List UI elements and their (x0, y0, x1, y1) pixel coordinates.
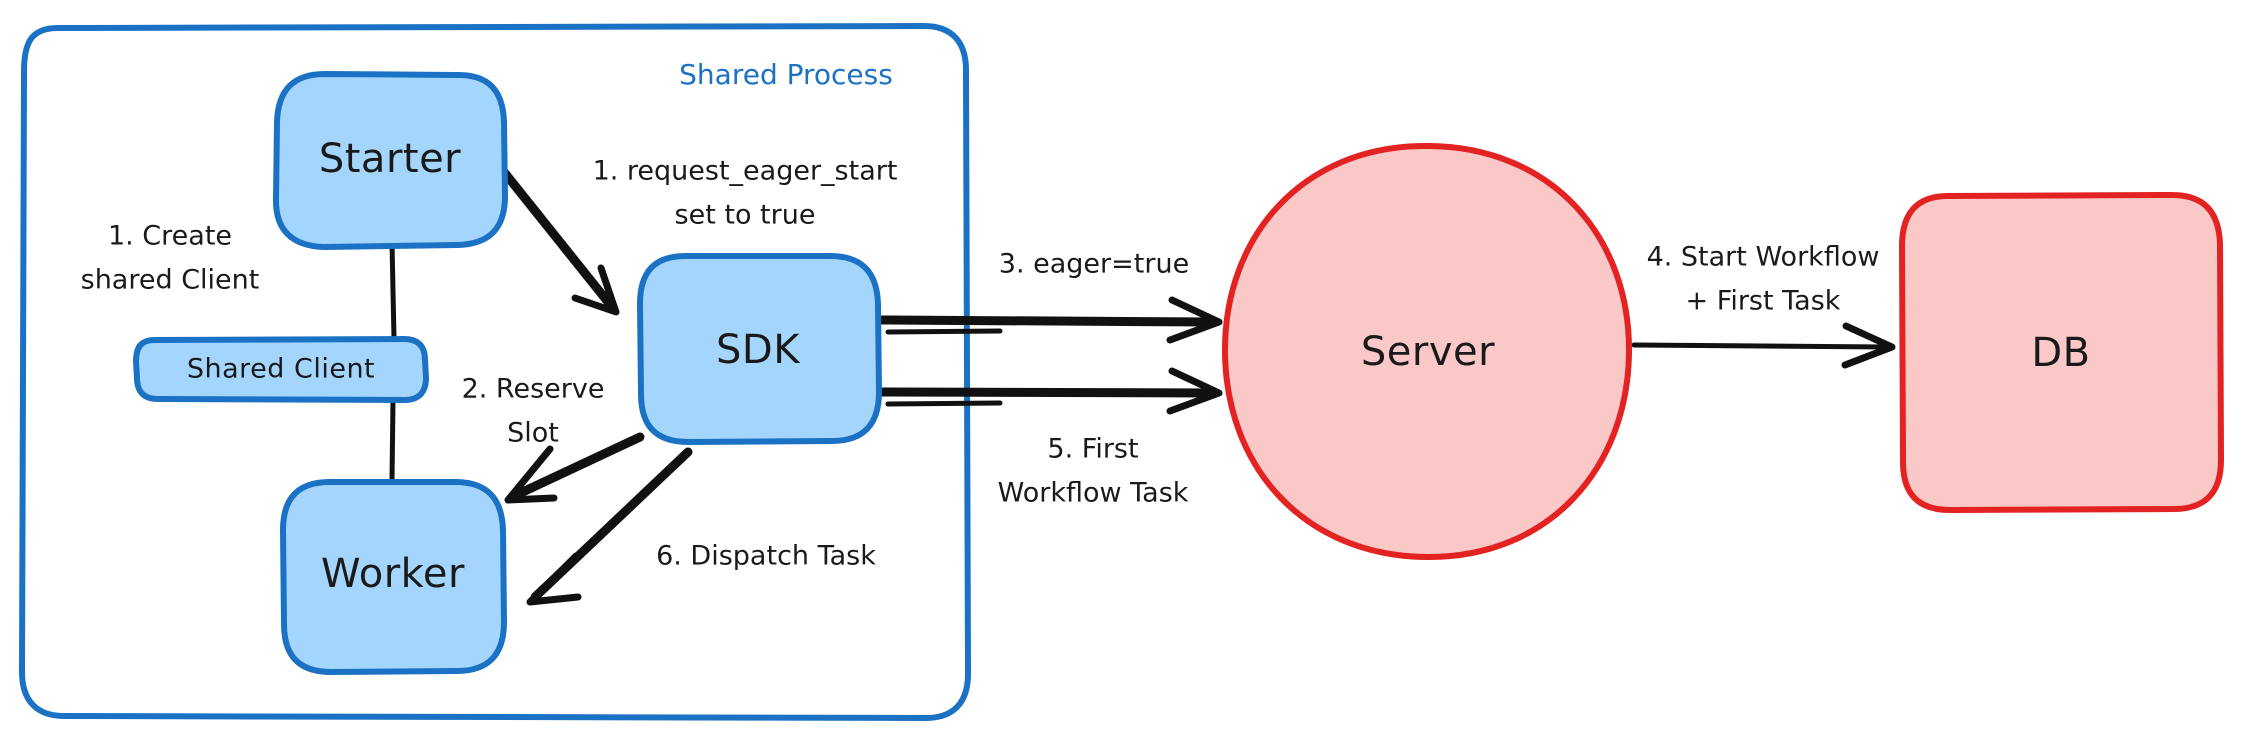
server-db-line (1631, 342, 1889, 350)
node-db[interactable]: DB (1899, 192, 2224, 513)
edge-start-workflow[interactable]: 4. Start Workflow + First Task (1631, 242, 1896, 369)
edge-first-workflow-task[interactable]: 5. First Workflow Task (877, 367, 1223, 509)
node-shared-client-label: Shared Client (187, 354, 375, 385)
starter-sdk-arrowhead (571, 264, 620, 316)
node-sdk-label: SDK (716, 327, 801, 373)
edge-start-workflow-label-line2: + First Task (1686, 286, 1841, 317)
sdk-worker-reserve-line (507, 432, 645, 502)
edge-dispatch-task-label-line1: 6. Dispatch Task (656, 541, 876, 572)
node-shared-client[interactable]: Shared Client (133, 336, 429, 403)
shared-process-border (19, 23, 971, 721)
edge-request-eager-start[interactable]: 1. request_eager_start set to true (495, 156, 898, 316)
server-db-arrowhead (1841, 322, 1896, 369)
node-worker-label: Worker (321, 551, 465, 597)
node-server[interactable]: Server (1221, 143, 1633, 561)
node-db-label: DB (2031, 330, 2090, 376)
edge-start-workflow-label-line1: 4. Start Workflow (1647, 242, 1880, 273)
edge-request-eager-start-label-line2: set to true (675, 200, 816, 231)
node-shared-client-shape (133, 336, 429, 403)
node-starter-label: Starter (319, 136, 461, 182)
shared-process-label: Shared Process (679, 58, 893, 91)
sdk-server-first-arrowhead (1166, 367, 1223, 415)
node-worker[interactable]: Worker (280, 479, 507, 675)
edge-create-shared-client-label-line1: 1. Create (108, 221, 232, 252)
node-sdk[interactable]: SDK (637, 253, 882, 445)
sharedclient-worker-line (389, 397, 396, 483)
edge-request-eager-start-label-line1: 1. request_eager_start (593, 156, 898, 187)
edge-reserve-slot-label-line1: 2. Reserve (462, 374, 605, 405)
edge-first-workflow-task-label-line2: Workflow Task (998, 478, 1189, 509)
edge-dispatch-task[interactable]: 6. Dispatch Task (526, 447, 876, 606)
starter-sdk-line (495, 162, 617, 312)
edge-create-shared-client-label-line2: shared Client (81, 265, 260, 296)
node-starter[interactable]: Starter (272, 71, 508, 250)
shared-process-group[interactable]: Shared Process (19, 23, 971, 721)
sdk-server-first-line (877, 387, 1218, 398)
edge-create-shared-client[interactable]: 1. Create shared Client (81, 221, 397, 483)
sdk-server-eager-line (877, 315, 1218, 327)
sdk-worker-dispatch-arrowhead (526, 552, 582, 606)
node-worker-shape (280, 479, 507, 675)
sdk-worker-reserve-arrowhead (504, 445, 558, 504)
sdk-server-eager-line-shadow (885, 328, 1003, 335)
edge-reserve-slot[interactable]: 2. Reserve Slot (462, 374, 645, 504)
sdk-server-eager-arrowhead (1166, 296, 1223, 344)
node-db-shape (1899, 192, 2224, 513)
edge-reserve-slot-label-line2: Slot (507, 418, 559, 449)
node-server-label: Server (1361, 329, 1495, 375)
starter-sharedclient-line (389, 240, 397, 341)
edge-first-workflow-task-label-line1: 5. First (1047, 434, 1138, 465)
edge-eager-true-label: 3. eager=true (999, 249, 1189, 280)
node-server-shape (1221, 143, 1633, 561)
node-sdk-shape (637, 253, 882, 445)
edge-eager-true[interactable]: 3. eager=true (877, 249, 1223, 344)
sdk-server-first-line-shadow (885, 400, 1003, 407)
node-starter-shape (272, 71, 508, 250)
